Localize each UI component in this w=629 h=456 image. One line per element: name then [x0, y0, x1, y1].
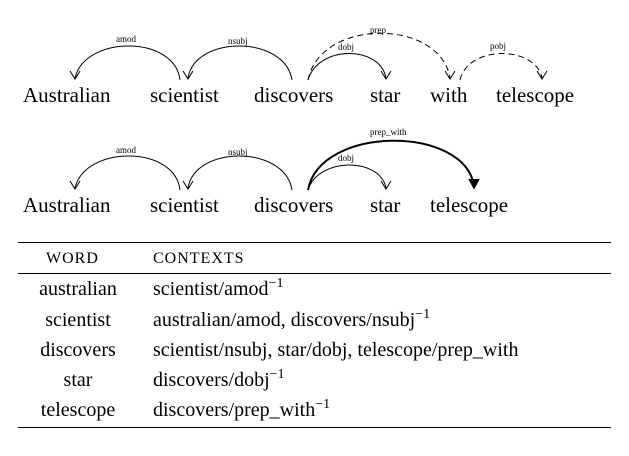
arc-amod	[74, 45, 181, 81]
table-bottom-rule	[18, 427, 611, 428]
table-row-word: star	[63, 369, 93, 391]
table-row-context: scientist/amod−1	[153, 276, 284, 301]
arc-label-pobj: pobj	[490, 41, 507, 51]
token-scientist: scientist	[150, 83, 219, 107]
arc-label-prep-with-2: prep_with	[370, 127, 407, 137]
arc-nsubj-2	[187, 155, 293, 191]
token-scientist-2: scientist	[150, 193, 219, 217]
token-with: with	[430, 83, 468, 107]
table-row-context: discovers/dobj−1	[153, 367, 285, 392]
token-telescope: telescope	[496, 83, 575, 107]
token-australian: Australian	[23, 83, 111, 107]
arc-nsubj	[187, 45, 293, 81]
header-contexts: CONTEXTS	[153, 250, 245, 267]
arc-pobj	[459, 53, 543, 81]
arc-label-amod-2: amod	[116, 145, 136, 155]
table-row-context: australian/amod, discovers/nsubj−1	[153, 307, 431, 332]
token-discovers: discovers	[254, 83, 334, 107]
table-row-context: discovers/prep_with−1	[153, 397, 331, 422]
arc-label-amod: amod	[116, 34, 136, 44]
arc-prep	[307, 32, 451, 81]
arc-label-nsubj-2: nsubj	[228, 147, 248, 157]
arc-dobj-2	[307, 164, 387, 191]
header-word: WORD	[46, 250, 99, 267]
table-mid-rule	[18, 273, 611, 274]
token-discovers-2: discovers	[254, 193, 334, 217]
table-row-context: scientist/nsubj, star/dobj, telescope/pr…	[153, 339, 519, 361]
arc-label-dobj: dobj	[338, 42, 355, 52]
table-row-word: scientist	[45, 309, 111, 331]
arc-label-dobj-2: dobj	[338, 153, 355, 163]
table-row-word: discovers	[40, 339, 116, 361]
arc-dobj	[307, 53, 387, 81]
token-star: star	[370, 83, 401, 107]
arc-amod-2	[74, 155, 181, 191]
table-row-word: australian	[39, 278, 117, 300]
table-row-word: telescope	[40, 399, 116, 421]
token-australian-2: Australian	[23, 193, 111, 217]
arc-label-prep: prep	[370, 25, 386, 35]
arc-prep-with-2	[307, 139, 475, 191]
arc-label-nsubj: nsubj	[228, 36, 248, 46]
table-top-rule	[18, 242, 611, 243]
token-star-2: star	[370, 193, 401, 217]
token-telescope-2: telescope	[430, 193, 509, 217]
